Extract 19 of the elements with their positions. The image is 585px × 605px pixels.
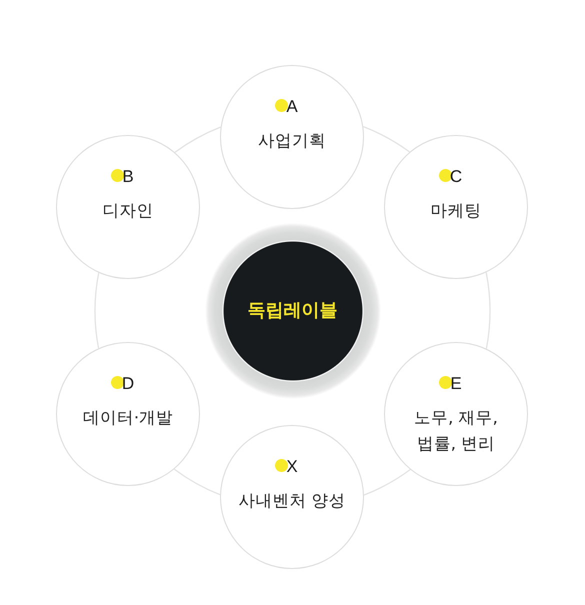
ring-arc <box>174 468 220 496</box>
ring-arc <box>363 126 410 152</box>
hub-label: 독립레이블 <box>248 299 338 323</box>
node-label: 노무, 재무, 법률, 변리 <box>413 407 499 455</box>
node-letter: B <box>122 168 134 186</box>
node-label: 사업기획 <box>257 130 327 152</box>
node-label: 디자인 <box>102 200 154 222</box>
node-letter: X <box>286 458 298 476</box>
node-label: 사내벤처 양성 <box>237 490 347 512</box>
node-letter: C <box>450 168 462 186</box>
ring-arc <box>94 272 100 348</box>
ring-arc <box>486 272 491 349</box>
ring-arc <box>174 126 221 153</box>
ring-arc <box>364 469 411 496</box>
node-letter: E <box>450 375 462 393</box>
node-label: 마케팅 <box>430 200 482 222</box>
node-letter: D <box>122 375 134 393</box>
node-label: 데이터·개발 <box>82 407 174 429</box>
node-letter: A <box>286 98 298 116</box>
